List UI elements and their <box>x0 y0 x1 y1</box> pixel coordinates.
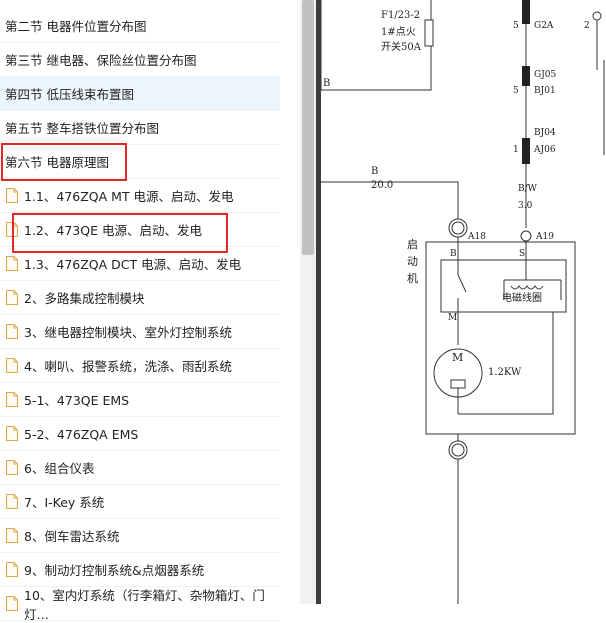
toc-item[interactable]: 7、I-Key 系统 <box>0 485 280 519</box>
document-icon <box>6 596 18 611</box>
pin-a19: A19 <box>535 232 554 242</box>
conn-pin-5b: 5 <box>513 86 519 96</box>
fuse-label-1: F1/23-2 <box>381 10 420 21</box>
document-icon <box>6 426 18 441</box>
fuse-label-2: 1#点火 <box>381 26 416 38</box>
toc-section-5[interactable]: 第五节 整车搭铁位置分布图 <box>0 111 280 145</box>
document-icon <box>6 494 18 509</box>
toc-scrollbar-thumb[interactable] <box>302 0 314 255</box>
toc-panel: 第二节 电器件位置分布图 第三节 继电器、保险丝位置分布图 第四节 低压线束布置… <box>0 0 302 622</box>
toc-item[interactable]: 1.3、476ZQA DCT 电源、启动、发电 <box>0 247 280 281</box>
wiring-diagram: F1/23-2 1#点火 开关50A B 5 G2A 2 GJ05 5 BJ01… <box>320 0 605 604</box>
connector-g2a <box>522 0 530 24</box>
conn-gj05: GJ05 <box>534 70 557 80</box>
toc-item[interactable]: 9、制动灯控制系统&点烟器系统 <box>0 553 280 587</box>
pin-a18: A18 <box>467 232 486 242</box>
fuse-icon <box>424 19 434 47</box>
toc-item[interactable]: 2、多路集成控制模块 <box>0 281 280 315</box>
toc-item[interactable]: 4、喇叭、报警系统，洗涤、雨刮系统 <box>0 349 280 383</box>
toc-item-label: 5-2、476ZQA EMS <box>24 427 139 442</box>
document-icon <box>6 358 18 373</box>
toc-item-label: 1.1、476ZQA MT 电源、启动、发电 <box>24 189 234 204</box>
toc-item-label: 5-1、473QE EMS <box>24 393 130 408</box>
toc-section-6[interactable]: 第六节 电器原理图 <box>0 145 280 179</box>
motor-power: 1.2KW <box>488 367 522 378</box>
toc-item[interactable]: 6、组合仪表 <box>0 451 280 485</box>
toc-item[interactable]: 5-1、473QE EMS <box>0 383 280 417</box>
wire-label-b-left: B <box>323 78 330 89</box>
document-icon <box>6 256 18 271</box>
starter-frame <box>425 241 576 435</box>
terminal-a19-icon <box>520 230 532 242</box>
toc-item[interactable]: 8、倒车雷达系统 <box>0 519 280 553</box>
toc-section-4[interactable]: 第四节 低压线束布置图 <box>0 77 280 111</box>
toc-item[interactable]: 1.1、476ZQA MT 电源、启动、发电 <box>0 179 280 213</box>
conn-bj04: BJ04 <box>534 128 556 138</box>
wire-bw-size: 3.0 <box>518 201 533 211</box>
conn-aj06: AJ06 <box>533 145 556 155</box>
toc-section-label: 第六节 电器原理图 <box>5 155 109 170</box>
starter-label-3: 机 <box>407 271 418 285</box>
toc-item-label: 3、继电器控制模块、室外灯控制系统 <box>24 325 232 340</box>
coil-label: 电磁线圈 <box>502 291 542 304</box>
toc-item[interactable]: 5-2、476ZQA EMS <box>0 417 280 451</box>
toc-item-label: 6、组合仪表 <box>24 461 95 476</box>
conn-g2a: G2A <box>534 21 554 31</box>
toc-item-label: 1.3、476ZQA DCT 电源、启动、发电 <box>24 257 242 272</box>
toc-item[interactable]: 3、继电器控制模块、室外灯控制系统 <box>0 315 280 349</box>
conn-pin-1: 1 <box>513 145 519 155</box>
document-icon <box>6 324 18 339</box>
toc-item-label: 4、喇叭、报警系统，洗涤、雨刮系统 <box>24 359 232 374</box>
conn-bj01: BJ01 <box>534 86 556 96</box>
toc-item[interactable]: 10、室内灯系统（行李箱灯、杂物箱灯、门灯… <box>0 587 280 622</box>
document-icon <box>6 562 18 577</box>
document-icon <box>6 188 18 203</box>
toc-section-2[interactable]: 第二节 电器件位置分布图 <box>0 9 280 43</box>
motor-m-label: M <box>448 313 457 323</box>
motor-m: M <box>452 351 463 364</box>
wire-bw: B/W <box>518 184 538 194</box>
document-icon <box>6 392 18 407</box>
wire-b-size: 20.0 <box>371 180 393 191</box>
toc-item-label: 9、制动灯控制系统&点烟器系统 <box>24 563 205 578</box>
document-icon <box>6 290 18 305</box>
document-icon <box>6 528 18 543</box>
fuse-label-3: 开关50A <box>381 40 422 53</box>
toc-section-label: 第五节 整车搭铁位置分布图 <box>5 121 159 136</box>
wire-b: B <box>371 166 378 177</box>
panel-divider[interactable] <box>316 0 321 604</box>
toc-section-3[interactable]: 第三节 继电器、保险丝位置分布图 <box>0 43 280 77</box>
toc-section-label: 第二节 电器件位置分布图 <box>5 19 147 34</box>
connector-bj04-aj06 <box>522 138 530 164</box>
document-icon <box>6 460 18 475</box>
terminal-s: S <box>519 249 525 259</box>
toc-section-label: 第三节 继电器、保险丝位置分布图 <box>5 53 197 68</box>
toc-item-label: 2、多路集成控制模块 <box>24 291 145 306</box>
conn-pin-5: 5 <box>513 21 519 31</box>
toc-item-label: 7、I-Key 系统 <box>24 495 105 510</box>
toc-item-label: 1.2、473QE 电源、启动、发电 <box>24 223 202 238</box>
starter-label-1: 启 <box>407 238 418 251</box>
toc-item-label: 10、室内灯系统（行李箱灯、杂物箱灯、门灯… <box>24 587 265 622</box>
solenoid-frame <box>440 259 567 313</box>
connector-gj05-bj01 <box>522 66 530 86</box>
starter-label-2: 动 <box>407 255 418 268</box>
highlight-box-item <box>12 213 228 253</box>
toc-item-label: 8、倒车雷达系统 <box>24 529 120 544</box>
conn-pin-2: 2 <box>584 21 590 31</box>
diagram-viewer: F1/23-2 1#点火 开关50A B 5 G2A 2 GJ05 5 BJ01… <box>320 0 606 604</box>
connector-pin-icon <box>592 11 602 21</box>
toc-section-label: 第四节 低压线束布置图 <box>5 87 134 102</box>
terminal-b: B <box>450 249 457 259</box>
highlight-box-section <box>1 143 127 181</box>
